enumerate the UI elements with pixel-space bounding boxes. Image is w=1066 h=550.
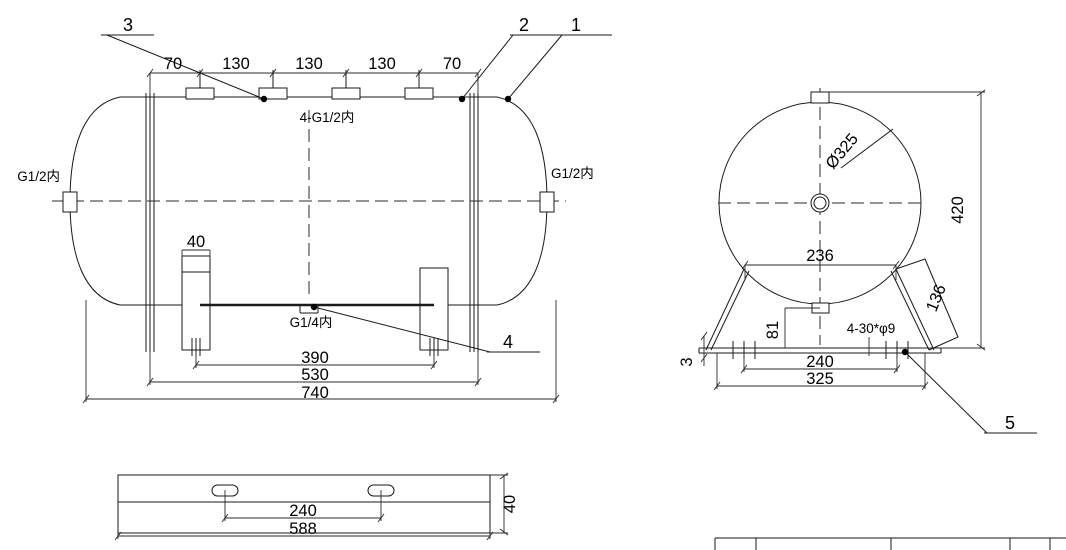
- plan-dim-thickness-label: 40: [501, 495, 519, 513]
- dim-130-b: 130: [295, 55, 323, 73]
- support-foot-left: [181, 249, 211, 356]
- balloon-label-2: 2: [519, 15, 529, 35]
- dim-shell-length: 530: [301, 366, 329, 384]
- top-nozzle-group: [185, 70, 434, 100]
- dim-feet-spacing: 390: [301, 349, 329, 367]
- dim-leg-length-label: 136: [923, 282, 950, 314]
- support-foot-right: [419, 267, 449, 356]
- note-top-nozzles: 4-G1/2内: [300, 110, 355, 125]
- side-elevation-view: [699, 88, 1037, 434]
- dim-saddle-top-width: [741, 260, 900, 280]
- plan-dim-thickness: [490, 472, 509, 536]
- dim-leg-height: [784, 307, 820, 348]
- plan-dim-hole-spacing-label: 240: [289, 502, 317, 520]
- center-port: [810, 193, 830, 213]
- front-top-dimension-chain: [146, 68, 482, 93]
- dim-saddle-top-width-label: 236: [806, 247, 834, 265]
- left-side-port: [62, 191, 78, 213]
- label-right-port: G1/2内: [551, 166, 594, 181]
- dim-leg-length: [924, 258, 959, 338]
- balloon-leader-3: [101, 34, 268, 103]
- plan-dim-hole-spacing: [221, 490, 385, 523]
- balloon-leader-1: [504, 34, 612, 103]
- dim-130-a: 130: [222, 55, 250, 73]
- note-drain-port: G1/4内: [290, 315, 333, 330]
- plan-dim-length-label: 588: [289, 520, 317, 538]
- dim-130-c: 130: [368, 55, 396, 73]
- balloon-leader-2: [458, 34, 563, 103]
- diameter-leader: [840, 128, 894, 169]
- dim-base-width: [713, 353, 929, 391]
- front-lower-dimensions: [82, 300, 560, 404]
- balloon-label-1: 1: [571, 15, 581, 35]
- weld-seam-lines: [146, 93, 478, 352]
- dim-leg-height-label: 81: [764, 321, 782, 339]
- dim-overall-height: [829, 89, 986, 351]
- dim-tank-diameter: Ø325: [822, 130, 862, 172]
- dim-overall-length: 740: [301, 384, 329, 402]
- balloon-leader-5: [901, 348, 1037, 434]
- dim-plate-thickness: [700, 331, 708, 366]
- parts-table: [715, 538, 1066, 550]
- balloon-leader-4: [310, 303, 540, 353]
- right-side-port: [539, 191, 555, 213]
- dim-70-right: 70: [443, 55, 461, 73]
- dim-bolt-spacing-label: 240: [806, 353, 834, 371]
- side-top-nozzle: [810, 91, 830, 104]
- balloon-label-3: 3: [123, 15, 133, 35]
- dim-base-width-label: 325: [806, 370, 834, 388]
- balloon-label-5: 5: [1005, 413, 1015, 433]
- base-plate-plan-view: [114, 472, 509, 541]
- balloon-label-4: 4: [503, 332, 513, 352]
- note-bolt-holes: 4-30*φ9: [847, 321, 896, 336]
- bottom-drain-nozzle: [200, 303, 434, 313]
- dim-70-left: 70: [164, 55, 182, 73]
- dim-overall-height-label: 420: [949, 196, 967, 224]
- label-left-port: G1/2内: [17, 169, 60, 184]
- dim-bolt-spacing: [740, 353, 901, 374]
- front-elevation-view: [52, 34, 612, 404]
- dim-foot-width: 40: [187, 233, 205, 251]
- dim-plate-thickness-label: 3: [678, 357, 696, 366]
